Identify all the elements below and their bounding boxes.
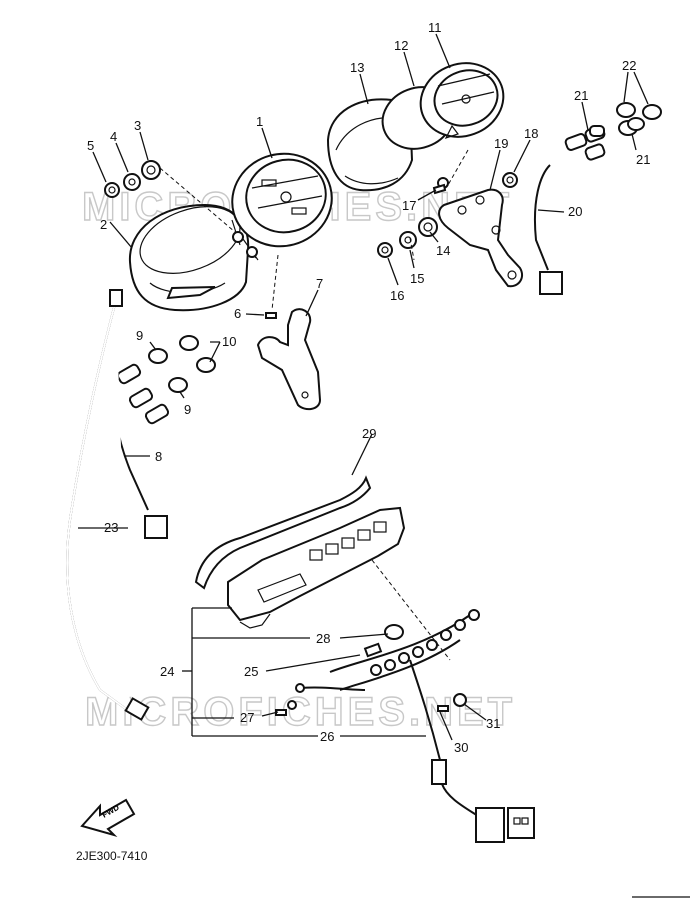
- callout-16: 16: [390, 288, 404, 303]
- callout-29: 29: [362, 426, 376, 441]
- callout-2: 2: [100, 217, 107, 232]
- callout-17: 17: [402, 198, 416, 213]
- speedo-wire-harness: [114, 335, 216, 539]
- callout-14: 14: [436, 243, 450, 258]
- callout-11: 11: [428, 20, 442, 35]
- speedometer-cable: [66, 289, 150, 721]
- callout-9b: 9: [184, 402, 191, 417]
- exploded-guide-lines: [159, 149, 469, 661]
- callout-3: 3: [134, 118, 141, 133]
- tach-wire-harness: [534, 102, 662, 295]
- callout-15: 15: [410, 271, 424, 286]
- callout-28: 28: [316, 631, 330, 646]
- indicator-wire-harness: [275, 609, 535, 843]
- callout-8: 8: [155, 449, 162, 464]
- callout-21b: 21: [636, 152, 650, 167]
- speedometer-assembly: [128, 152, 333, 312]
- callout-20: 20: [568, 204, 582, 219]
- callout-31: 31: [486, 716, 500, 731]
- callout-1: 1: [256, 114, 263, 129]
- washers: [104, 160, 518, 258]
- watermark-bottom: MICROFICHES.NET: [85, 690, 516, 734]
- callout-24: 24: [160, 664, 174, 679]
- callout-10: 10: [222, 334, 236, 349]
- callout-18: 18: [524, 126, 538, 141]
- callout-12: 12: [394, 38, 408, 53]
- callout-9a: 9: [136, 328, 143, 343]
- indicator-panel-assembly: [194, 475, 406, 629]
- callout-5: 5: [87, 138, 94, 153]
- part-number-code: 2JE300-7410: [76, 849, 148, 863]
- fwd-arrow-icon: FWD: [80, 798, 136, 837]
- callout-4: 4: [110, 129, 117, 144]
- leader-lines: [78, 33, 649, 741]
- callout-7: 7: [316, 276, 323, 291]
- callout-23: 23: [104, 520, 118, 535]
- callout-30: 30: [454, 740, 468, 755]
- callout-21a: 21: [574, 88, 588, 103]
- callout-26: 26: [320, 729, 334, 744]
- callout-27: 27: [240, 710, 254, 725]
- callout-13: 13: [350, 60, 364, 75]
- callout-25: 25: [244, 664, 258, 679]
- callout-22: 22: [622, 58, 636, 73]
- callout-19: 19: [494, 136, 508, 151]
- screw-6: [265, 312, 277, 319]
- callout-labels: 1 2 3 4 5 6 7 8 9 9 10 11 12 13 14 15 16…: [87, 20, 650, 755]
- speedo-bracket: [256, 308, 322, 411]
- callout-6: 6: [234, 306, 241, 321]
